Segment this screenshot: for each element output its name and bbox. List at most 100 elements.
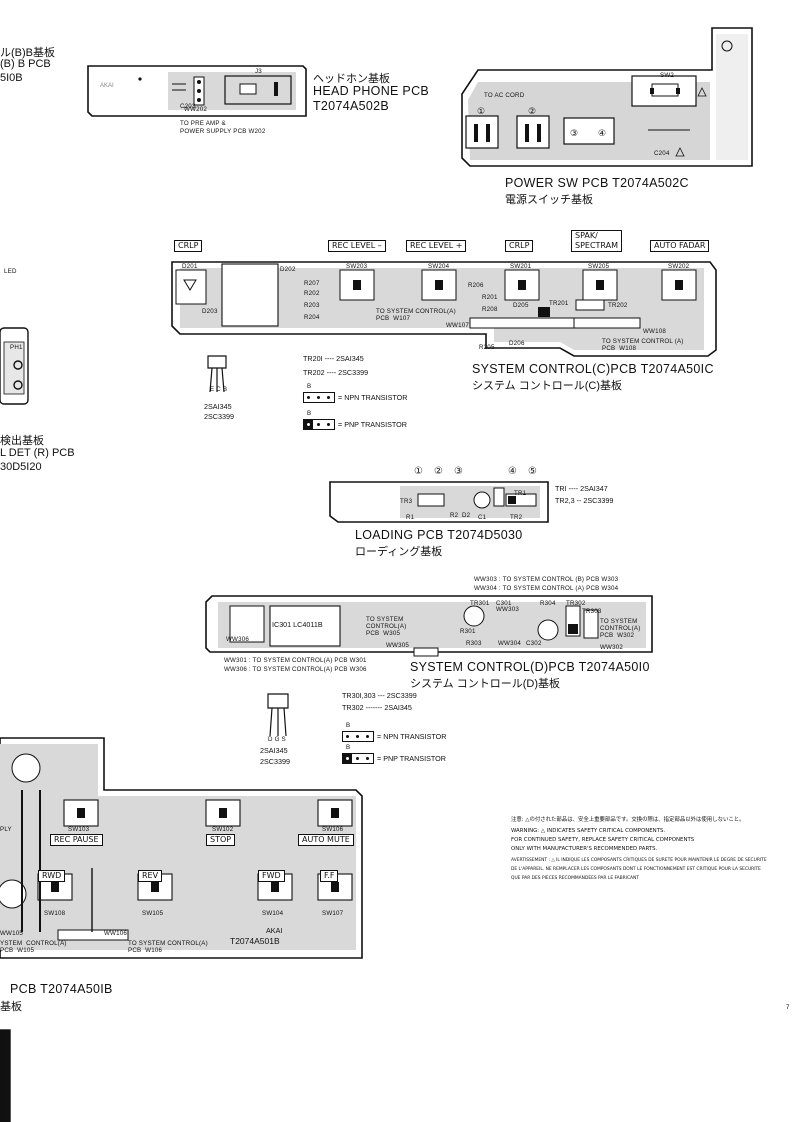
headphone-conn: WW202 [184,106,208,113]
loading-pcb [329,481,549,523]
headphone-jack: J3 [255,68,262,75]
loading-trans-2: TR2,3 -- 2SC3399 [555,496,614,505]
btn-label-auto-fadar: AUTO FADAR [650,240,710,252]
power-ac-cord: TO AC CORD [484,92,525,99]
warning-en-1: WARNING: △ INDICATES SAFETY CRITICAL COM… [511,828,666,834]
sw104-label: SW104 [262,910,284,917]
sys-c-npn-label: = NPN TRANSISTOR [338,393,408,402]
left-board-title-3: 5I0B [0,72,23,84]
sys-d-note-ww304: WW304 : TO SYSTEM CONTROL (A) PCB W304 [474,585,619,592]
npn-symbol-d [342,731,374,742]
transistor-icon-c [207,355,227,393]
sys-b-part-no: T2074A501B [230,936,280,946]
left-edge-fragments [0,327,29,1122]
sys-c-chip-label-2: 2SC3399 [204,412,234,421]
sw201-label: SW201 [510,263,532,270]
loading-c1: C1 [478,514,487,521]
ply-label: PLY [0,826,12,833]
led-label: LED [4,268,17,275]
tr202-label: TR202 [608,302,628,309]
btn-label-rec-level-minus: REC LEVEL – [328,240,386,252]
power-pin-2: ② [528,106,537,116]
loading-pin-3: ③ [454,466,463,477]
system-control-b-pcb [0,737,363,959]
sys-d-npn-label: = NPN TRANSISTOR [377,732,447,741]
r203-label: R203 [304,302,320,309]
sw203-label: SW203 [346,263,368,270]
sys-d-ww304: WW304 [498,640,522,647]
sys-d-note-w302: TO SYSTEM CONTROL(A) PCB W302 [600,618,641,639]
power-pin-1: ① [477,106,486,116]
sw204-label: SW204 [428,263,450,270]
btn-label-auto-mute: AUTO MUTE [298,834,354,846]
sys-d-ic: IC301 LC4011B [272,620,323,629]
sys-d-note-ww303: WW303 : TO SYSTEM CONTROL (B) PCB W303 [474,576,619,583]
sys-d-pnp-label: = PNP TRANSISTOR [377,754,446,763]
left-board-title-1: ル(B)B基板 [0,47,55,59]
sys-b-title-en: PCB T2074A50IB [10,982,113,996]
sys-d-c301: C301 [496,600,512,607]
r207-label: R207 [304,280,320,287]
r202-label: R202 [304,290,320,297]
sys-d-pnp-b: B [346,744,351,751]
sw108-label: SW108 [44,910,66,917]
tr201-label: TR201 [549,300,569,307]
sys-b-brand: AKAI [266,926,283,935]
btn-label-ff: F.F [320,870,339,882]
headphone-part-no: T2074A502B [313,99,389,113]
warning-fr-3: QUE PAR DES PIECES RECOMMANDEES PAR LE F… [511,876,640,881]
btn-label-rec-level-plus: REC LEVEL + [406,240,467,252]
svg-text:AKAI: AKAI [100,83,114,89]
power-sw-pcb [461,27,753,167]
sys-d-tr301: TR301 [470,600,490,607]
headphone-note: TO PRE AMP & POWER SUPPLY PCB W202 [180,120,266,135]
system-control-d-pcb [205,595,653,657]
d205-label: D205 [513,302,529,309]
headphone-cap: C203 [180,103,196,110]
sw103-label: SW103 [68,826,90,833]
power-sw: SW2 [660,72,675,79]
warning-en-2: FOR CONTINUED SAFETY, REPLACE SAFETY CRI… [511,837,695,843]
loading-title-jp: ローディング基板 [355,546,443,558]
loading-trans-1: TRI ---- 2SAI347 [555,484,608,493]
sys-c-conn-ww108: WW108 [643,328,667,335]
sys-b-conn-ww105: WW105 [0,930,24,937]
sys-b-title-jp: 基板 [0,1001,22,1013]
power-cap: C204 [654,150,670,157]
sys-d-note-ww301: WW301 : TO SYSTEM CONTROL(A) PCB W301 [224,657,367,664]
system-control-c-pcb [171,261,717,357]
btn-label-stop: STOP [206,834,236,846]
sys-d-ww303: WW303 [496,606,520,613]
sys-d-tr303: TR303 [582,608,602,615]
sys-c-chip-pins: E C B [210,386,228,393]
loading-title-en: LOADING PCB T2074D5030 [355,528,523,542]
sys-c-pnp-label: = PNP TRANSISTOR [338,420,407,429]
sw107-label: SW107 [322,910,344,917]
npn-symbol [303,392,335,403]
btn-label-rwd: RWD [38,870,66,882]
d206-label: D206 [509,340,525,347]
sys-c-npn-b: B [307,383,312,390]
r204-label: R204 [304,314,320,321]
d202-label: D202 [280,266,296,273]
sys-c-note-w107: TO SYSTEM CONTROL(A) PCB W107 [376,308,456,322]
sys-d-note-ww306-bot: WW306 : TO SYSTEM CONTROL(A) PCB W306 [224,666,367,673]
warning-fr-2: DE L'APPAREIL. NE REMPLACER LES COMPOSAN… [511,867,761,872]
sys-d-ww306: WW306 [226,636,250,643]
page-mark: 7 [786,1004,790,1011]
loading-tr2: TR2 [510,514,523,521]
sw205-label: SW205 [588,263,610,270]
sys-c-chip-label-1: 2SAI345 [204,402,232,411]
sys-b-conn-ww106: WW106 [104,930,128,937]
btn-label-spak-spectram: SPAK/ SPECTRAM [571,230,623,252]
sys-c-note-w108: TO SYSTEM CONTROL (A) PCB W108 [602,338,684,352]
loading-pin-2: ② [434,466,443,477]
warning-en-3: ONLY WITH MANUFACTURER'S RECOMMENDED PAR… [511,846,658,852]
sw106-label: SW106 [322,826,344,833]
loading-tr3: TR3 [400,498,413,505]
sys-c-title-en: SYSTEM CONTROL(C)PCB T2074A50IC [472,362,714,376]
loading-pin-5: ⑤ [528,466,537,477]
sw105-label: SW105 [142,910,164,917]
pnp-symbol [303,419,335,430]
